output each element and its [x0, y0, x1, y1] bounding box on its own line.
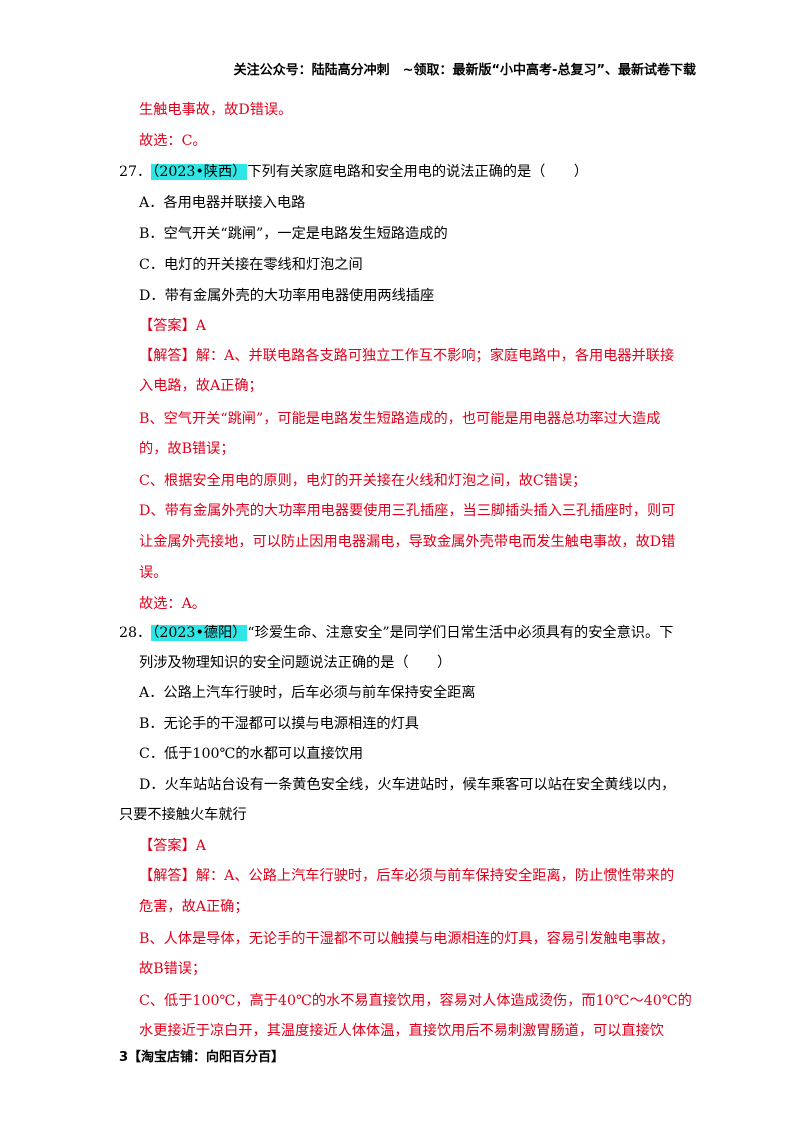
line-text: 的，故B错误；: [139, 441, 235, 457]
line-text: 【解答】解：A、公路上汽车行驶时，后车必须与前车保持安全距离，防止惯性带来的: [139, 868, 675, 884]
line-text: B．无论手的干湿都可以摸与电源相连的灯具: [139, 716, 419, 732]
text-line: 入电路，故A正确；: [139, 376, 263, 396]
text-line: 的，故B错误；: [139, 439, 235, 459]
line-text: D．火车站站台设有一条黄色安全线，火车进站时，候车乘客可以站在安全黄线以内，: [139, 777, 676, 793]
question-line: 28．（2023•德阳）“珍爱生命、注意安全”是同学们日常生活中必须具有的安全意…: [119, 623, 673, 643]
line-text: B．空气开关“跳闸”，一定是电路发生短路造成的: [139, 226, 448, 242]
line-text: “珍爱生命、注意安全”是同学们日常生活中必须具有的安全意识。下: [247, 625, 674, 641]
text-line: B、人体是导体，无论手的干湿都不可以触摸与电源相连的灯具，容易引发触电事故，: [139, 929, 674, 949]
line-text: A．公路上汽车行驶时，后车必须与前车保持安全距离: [139, 685, 476, 701]
line-text: 危害，故A正确；: [139, 899, 249, 915]
line-text: C、低于100℃，高于40℃的水不易直接饮用，容易对人体造成烫伤，而10℃～40…: [139, 993, 692, 1009]
line-text: 生触电事故，故D错误。: [139, 102, 293, 118]
text-line: 【解答】解：A、公路上汽车行驶时，后车必须与前车保持安全距离，防止惯性带来的: [139, 866, 674, 886]
line-text: 【答案】A: [139, 318, 206, 334]
line-text: 列涉及物理知识的安全问题说法正确的是（ ）: [139, 655, 452, 671]
line-text: C．低于100℃的水都可以直接饮用: [139, 746, 364, 762]
text-line: 水更接近于凉白开，其温度接近人体体温，直接饮用后不易刺激胃肠道，可以直接饮: [139, 1021, 664, 1041]
line-text: 故选：C。: [139, 133, 207, 149]
text-line: 故选：C。: [139, 131, 207, 151]
line-text: C．电灯的开关接在零线和灯泡之间: [139, 257, 363, 273]
line-text: 只要不接触火车就行: [119, 807, 247, 823]
line-text: 下列有关家庭电路和安全用电的说法正确的是（ ）: [247, 164, 588, 180]
text-line: C、根据安全用电的原则，电灯的开关接在火线和灯泡之间，故C错误；: [139, 471, 586, 491]
text-line: D．带有金属外壳的大功率用电器使用两线插座: [139, 286, 434, 306]
line-text: 故B错误；: [139, 961, 207, 977]
text-line: 危害，故A正确；: [139, 897, 249, 917]
text-line: 【答案】A: [139, 836, 206, 856]
text-line: C．低于100℃的水都可以直接饮用: [139, 744, 363, 764]
page-footer: 3【淘宝店铺：向阳百分百】: [119, 1050, 285, 1065]
question-number: 27．: [119, 164, 152, 180]
text-line: A．各用电器并联接入电路: [139, 193, 305, 213]
line-text: B、人体是导体，无论手的干湿都不可以触摸与电源相连的灯具，容易引发触电事故，: [139, 931, 675, 947]
text-line: C．电灯的开关接在零线和灯泡之间: [139, 255, 363, 275]
line-text: D、带有金属外壳的大功率用电器要使用三孔插座，当三脚插头插入三孔插座时，则可: [139, 503, 676, 519]
text-line: 生触电事故，故D错误。: [139, 100, 292, 120]
line-text: D．带有金属外壳的大功率用电器使用两线插座: [139, 288, 435, 304]
line-text: 误。: [139, 565, 168, 581]
source-tag: （2023•德阳）: [151, 625, 248, 641]
text-line: A．公路上汽车行驶时，后车必须与前车保持安全距离: [139, 683, 476, 703]
question-line: 27．（2023•陕西）下列有关家庭电路和安全用电的说法正确的是（ ）: [119, 162, 588, 182]
text-line: 故B错误；: [139, 959, 206, 979]
line-text: 【答案】A: [139, 838, 206, 854]
text-line: D．火车站站台设有一条黄色安全线，火车进站时，候车乘客可以站在安全黄线以内，: [139, 775, 675, 795]
question-number: 28．: [119, 625, 152, 641]
line-text: 故选：A。: [139, 596, 206, 612]
line-text: 让金属外壳接地，可以防止因用电器漏电，导致金属外壳带电而发生触电事故，故D错: [139, 534, 676, 550]
text-line: 只要不接触火车就行: [119, 805, 247, 825]
line-text: 入电路，故A正确；: [139, 378, 263, 394]
line-text: A．各用电器并联接入电路: [139, 195, 306, 211]
text-line: B、空气开关“跳闸”，可能是电路发生短路造成的，也可能是用电器总功率过大造成: [139, 409, 661, 429]
line-text: B、空气开关“跳闸”，可能是电路发生短路造成的，也可能是用电器总功率过大造成: [139, 411, 661, 427]
text-line: 让金属外壳接地，可以防止因用电器漏电，导致金属外壳带电而发生触电事故，故D错: [139, 532, 675, 552]
line-text: 【解答】解：A、并联电路各支路可独立工作互不影响；家庭电路中，各用电器并联接: [139, 348, 675, 364]
line-text: C、根据安全用电的原则，电灯的开关接在火线和灯泡之间，故C错误；: [139, 473, 587, 489]
line-text: 水更接近于凉白开，其温度接近人体体温，直接饮用后不易刺激胃肠道，可以直接饮: [139, 1023, 664, 1039]
text-line: 【答案】A: [139, 316, 206, 336]
text-line: D、带有金属外壳的大功率用电器要使用三孔插座，当三脚插头插入三孔插座时，则可: [139, 501, 675, 521]
text-line: 故选：A。: [139, 594, 206, 614]
text-line: 【解答】解：A、并联电路各支路可独立工作互不影响；家庭电路中，各用电器并联接: [139, 346, 674, 366]
text-line: 误。: [139, 563, 167, 583]
text-line: C、低于100℃，高于40℃的水不易直接饮用，容易对人体造成烫伤，而10℃～40…: [139, 991, 692, 1011]
text-line: B．无论手的干湿都可以摸与电源相连的灯具: [139, 714, 419, 734]
source-tag: （2023•陕西）: [151, 164, 248, 180]
text-line: 列涉及物理知识的安全问题说法正确的是（ ）: [139, 653, 451, 673]
text-line: B．空气开关“跳闸”，一定是电路发生短路造成的: [139, 224, 448, 244]
page-header: 关注公众号：陆陆高分冲刺 ~领取：最新版“小中高考-总复习”、最新试卷下载: [233, 63, 696, 78]
